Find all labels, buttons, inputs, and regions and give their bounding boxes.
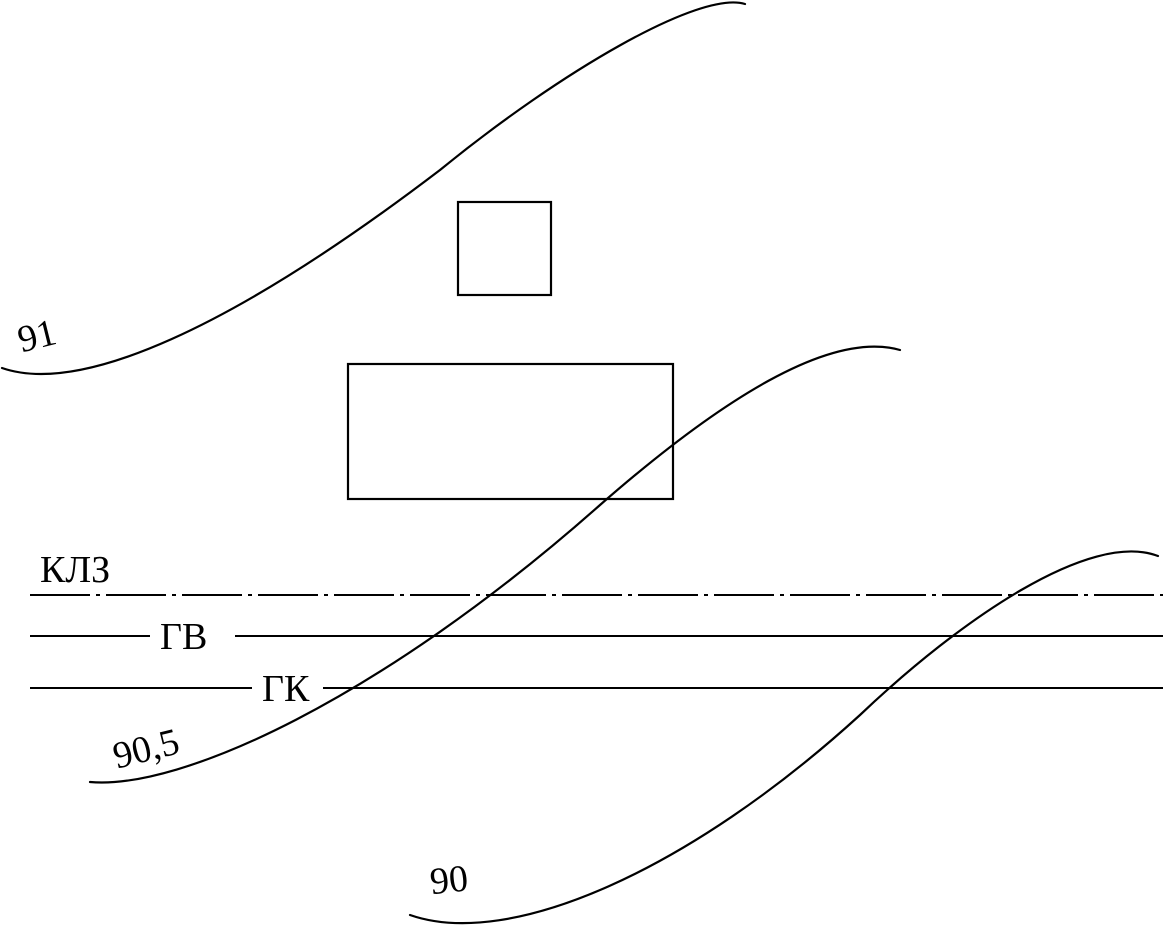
gv-label: ГВ [160, 616, 207, 658]
large-rectangular-building [346, 362, 675, 501]
contour-line-91 [0, 1, 747, 375]
contour-line-90 [408, 550, 1160, 925]
contour-label-90: 90 [428, 857, 470, 903]
gk-label: ГК [262, 668, 310, 710]
contour-label-91: 91 [14, 311, 61, 361]
contour-label-90-5: 90,5 [109, 721, 184, 778]
contour-line-90-5 [88, 345, 902, 784]
small-square-building [456, 200, 553, 297]
klz-label: КЛЗ [40, 549, 110, 591]
